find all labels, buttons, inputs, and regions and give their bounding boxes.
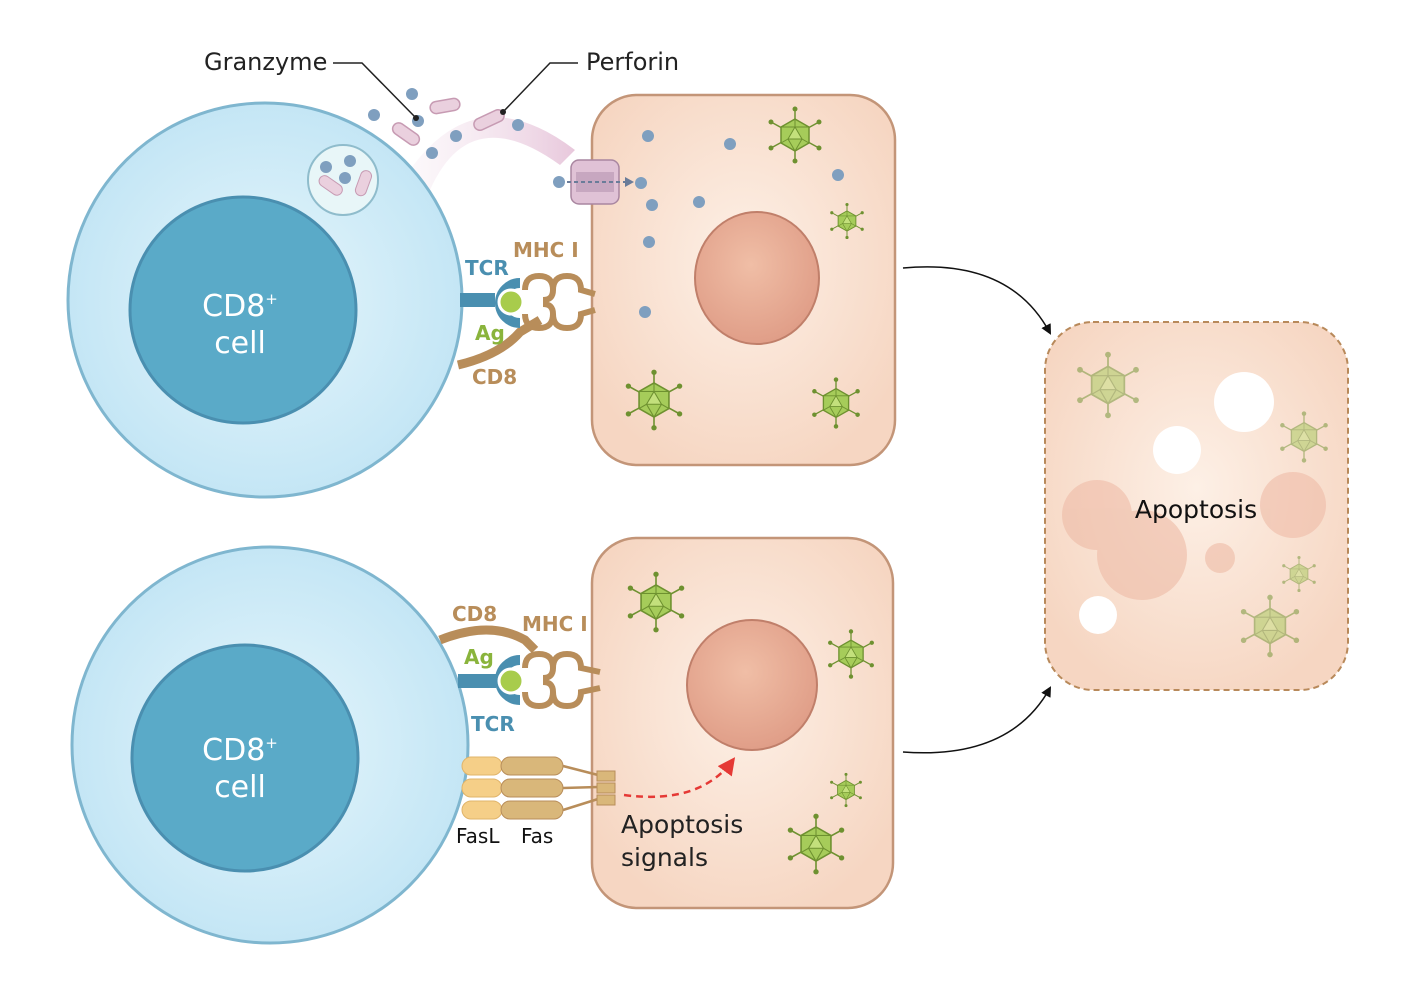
perforin-label: Perforin — [586, 48, 679, 76]
mhc-label-top: MHC I — [513, 238, 579, 262]
perforin-molecules — [391, 97, 505, 146]
apoptosis-signals-label: Apoptosis — [621, 810, 743, 839]
tcr-label-top: TCR — [465, 256, 509, 280]
cd8-cell-bottom-label-2: cell — [214, 770, 266, 805]
apoptosis-signal-arrow — [623, 757, 736, 799]
perforin-leader — [502, 62, 578, 113]
infected-cell-top — [590, 93, 897, 467]
apoptotic-cell: Apoptosis — [1044, 321, 1349, 691]
release-arc — [400, 117, 575, 190]
cd8-label-bottom: CD8 — [452, 602, 497, 626]
tcr-label-bottom: TCR — [471, 712, 515, 736]
cd8-cell-bottom: CD8+ cell — [70, 545, 470, 945]
ag-label-bottom: Ag — [464, 645, 494, 669]
granzyme-inside — [635, 130, 844, 318]
arrow-top-to-apoptosis — [902, 266, 1051, 335]
mhc-label-bottom: MHC I — [522, 612, 588, 636]
infected-cell-bottom — [590, 536, 895, 910]
granule — [307, 144, 379, 216]
perforin-pore — [553, 159, 634, 205]
apoptosis-signals-label-2: signals — [621, 843, 708, 872]
fasl-label: FasL — [456, 824, 500, 848]
receptor-complex-top — [456, 272, 596, 370]
granzyme-label: Granzyme — [204, 48, 327, 76]
receptor-complex-bottom — [438, 625, 601, 710]
cd8-cell-bottom-label: CD8+ — [202, 733, 278, 768]
apoptosis-label: Apoptosis — [1135, 495, 1257, 524]
fas-label: Fas — [521, 824, 553, 848]
cd8-cell-top-label-2: cell — [214, 326, 266, 361]
fasl-fas-complex — [461, 756, 616, 820]
granzyme-leader — [333, 62, 417, 119]
arrow-bottom-to-apoptosis — [902, 686, 1052, 754]
ag-label-top: Ag — [475, 321, 505, 345]
cd8-cell-top-label: CD8+ — [202, 289, 278, 324]
cd8-label-top: CD8 — [472, 365, 517, 389]
cd8-cell-top: CD8+ cell — [66, 101, 464, 499]
